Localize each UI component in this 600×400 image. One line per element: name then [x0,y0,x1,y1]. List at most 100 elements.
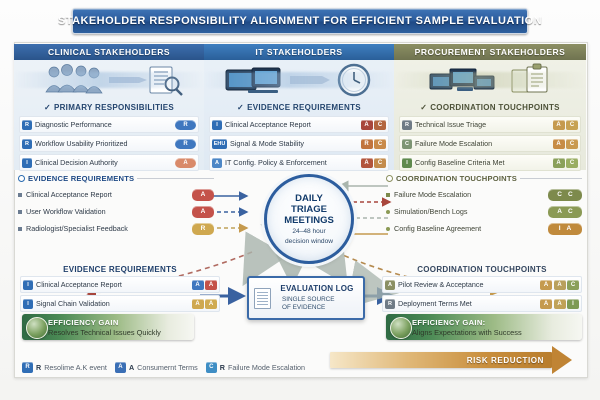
flag-icon [386,192,390,197]
row-tags: A C [360,119,386,130]
check-icon: ✓ [43,103,51,112]
row-label: Failure Mode Escalation [415,139,493,148]
row-chip: A [385,279,395,290]
legend-chip: A [114,361,126,373]
table-row[interactable]: A Pilot Review & Acceptance A A C [382,276,582,293]
rows-low-left: I Clinical Acceptance Report A A I Signa… [20,276,220,312]
column-header-it: IT STAKEHOLDERS [204,44,394,60]
row-tags: A A C [540,279,579,290]
tag: C [557,191,562,198]
table-row[interactable]: I Config Baseline Criteria Met A C [399,154,581,171]
list-item[interactable]: Clinical Acceptance Report A [18,187,214,202]
legend-chip: R [22,361,33,373]
mid-panel-coordination-touchpoints: COORDINATION TOUCHPOINTS Failure Mode Es… [386,172,582,236]
row-tags: A A [191,279,217,290]
row-chip: I [212,119,222,130]
section-title-primary-responsibilities: ✓ PRIMARY RESPONSIBILITIES [43,103,175,112]
column-it-stakeholders: IT STAKEHOLDERS ✓ EVIDENCE [204,44,394,171]
list-item[interactable]: Config Baseline Agreement I A [386,221,582,236]
title-bar: STAKEHOLDER RESPONSIBILITY ALIGNMENT FOR… [58,8,542,34]
table-row[interactable]: R Workflow Usability Prioritized R [19,135,199,152]
middle-band: EVIDENCE REQUIREMENTS Clinical Acceptanc… [14,172,586,264]
row-tags: A A [191,298,217,309]
list-item-label: User Workflow Validation [26,207,106,216]
legend-item: A A Consumernt Terms [114,361,198,373]
column-header-clinical: CLINICAL STAKEHOLDERS [14,44,204,60]
row-chip: R [22,119,32,130]
row-label: Clinical Acceptance Report [225,120,311,129]
efficiency-label-right: EFFICIENCY GAIN: [412,317,486,327]
mid-title-coordination-touchpoints: COORDINATION TOUCHPOINTS [386,172,582,185]
lower-band: EVIDENCE REQUIREMENTS I Clinical Accepta… [14,262,586,332]
tag: A [540,279,552,290]
tag: A [175,157,196,168]
evaluation-log-title: EVALUATION LOG [280,284,354,293]
table-row[interactable]: I Clinical Decision Authority A [19,154,199,171]
section-title-evidence-requirements-top: ✓ EVIDENCE REQUIREMENTS [237,103,361,112]
row-chip: I [23,279,33,290]
tag: A [205,279,217,290]
tag: I [558,225,561,232]
legend-text: Resolime A.K event [44,362,107,372]
table-row[interactable]: I Clinical Acceptance Report A C [209,116,389,133]
row-tags: A C [552,119,578,130]
tag: C [568,191,573,198]
efficiency-label-left: EFFICIENCY GAIN [48,317,119,327]
section-title-coordination-touchpoints-top: ✓ COORDINATION TOUCHPOINTS [420,103,560,112]
tag: I [567,298,579,309]
tag: C [374,157,386,168]
tag-pair: I A [548,222,582,235]
row-tags: A [175,157,196,168]
devices-clipboard-icon [394,60,586,100]
check-icon: ✓ [420,103,428,112]
legend-key: A [128,362,135,372]
legend: R R Resolime A.K event A A Consumernt Te… [14,358,324,376]
evaluation-log-card[interactable]: EVALUATION LOG SINGLE SOURCE OF EVIDENCE [247,276,365,320]
low-panel-evidence-requirements: EVIDENCE REQUIREMENTS I Clinical Accepta… [20,262,220,314]
table-row[interactable]: EHU Signal & Mode Stability R C [209,135,389,152]
row-label: Diagnostic Performance [35,120,112,129]
monitors-clock-icon [204,60,394,100]
tag: A [552,138,565,149]
list-item[interactable]: Radiologist/Specialist Feedback R [18,221,214,236]
row-chip: R [22,138,32,149]
table-row[interactable]: C Failure Mode Escalation A C [399,135,581,152]
list-item[interactable]: Simulation/Bench Logs A C [386,204,582,219]
efficiency-gain-right: EFFICIENCY GAIN: Aligns Expectations wit… [386,314,582,340]
tag: A [553,298,566,309]
legend-item: C R Failure Mode Escalation [205,361,305,373]
list-item-label: Radiologist/Specialist Feedback [26,224,128,233]
table-row[interactable]: R Deployment Terms Met A A I [382,295,582,312]
tag: A [553,279,566,290]
table-row[interactable]: A IT Config. Policy & Enforcement A C [209,154,389,171]
tag: C [568,208,573,215]
hub-sub-1: 24–48 hour [292,227,326,235]
stakeholder-columns: CLINICAL STAKEHOLDERS [14,44,586,171]
list-item-label: Failure Mode Escalation [394,190,472,199]
mid-panel-evidence-requirements: EVIDENCE REQUIREMENTS Clinical Acceptanc… [18,172,214,236]
row-label: Config Baseline Criteria Met [415,158,505,167]
table-row[interactable]: R Technical Issue Triage A C [399,116,581,133]
row-tags: A C [552,138,578,149]
tag: A [360,119,373,130]
table-row[interactable]: I Signal Chain Validation A A [20,295,220,312]
low-title-coordination-touchpoints: COORDINATION TOUCHPOINTS [417,264,547,274]
table-row[interactable]: I Clinical Acceptance Report A A [20,276,220,293]
square-bullet-icon [18,209,22,214]
risk-reduction-bar: RISK REDUCTION [330,352,552,368]
info-circle-icon [386,209,390,214]
tag: A [191,279,204,290]
list-item[interactable]: User Workflow Validation A [18,204,214,219]
tag: A [360,157,373,168]
efficiency-text-left: Resolves Technical Issues Quickly [48,327,161,337]
legend-chip: C [205,361,217,373]
list-item[interactable]: Failure Mode Escalation C C [386,187,582,202]
legend-item: R R Resolime A.K event [22,361,107,373]
row-chip: I [23,298,33,309]
bullet-circle-icon [386,175,393,182]
divider [519,178,582,179]
table-row[interactable]: R Diagnostic Performance R [19,116,199,133]
rows-procurement: R Technical Issue Triage A C C Failure M… [394,115,586,171]
efficiency-gain-left: EFFICIENCY GAIN Resolves Technical Issue… [22,314,194,340]
central-hub-daily-triage: DAILY TRIAGE MEETINGS 24–48 hour decisio… [264,174,354,264]
